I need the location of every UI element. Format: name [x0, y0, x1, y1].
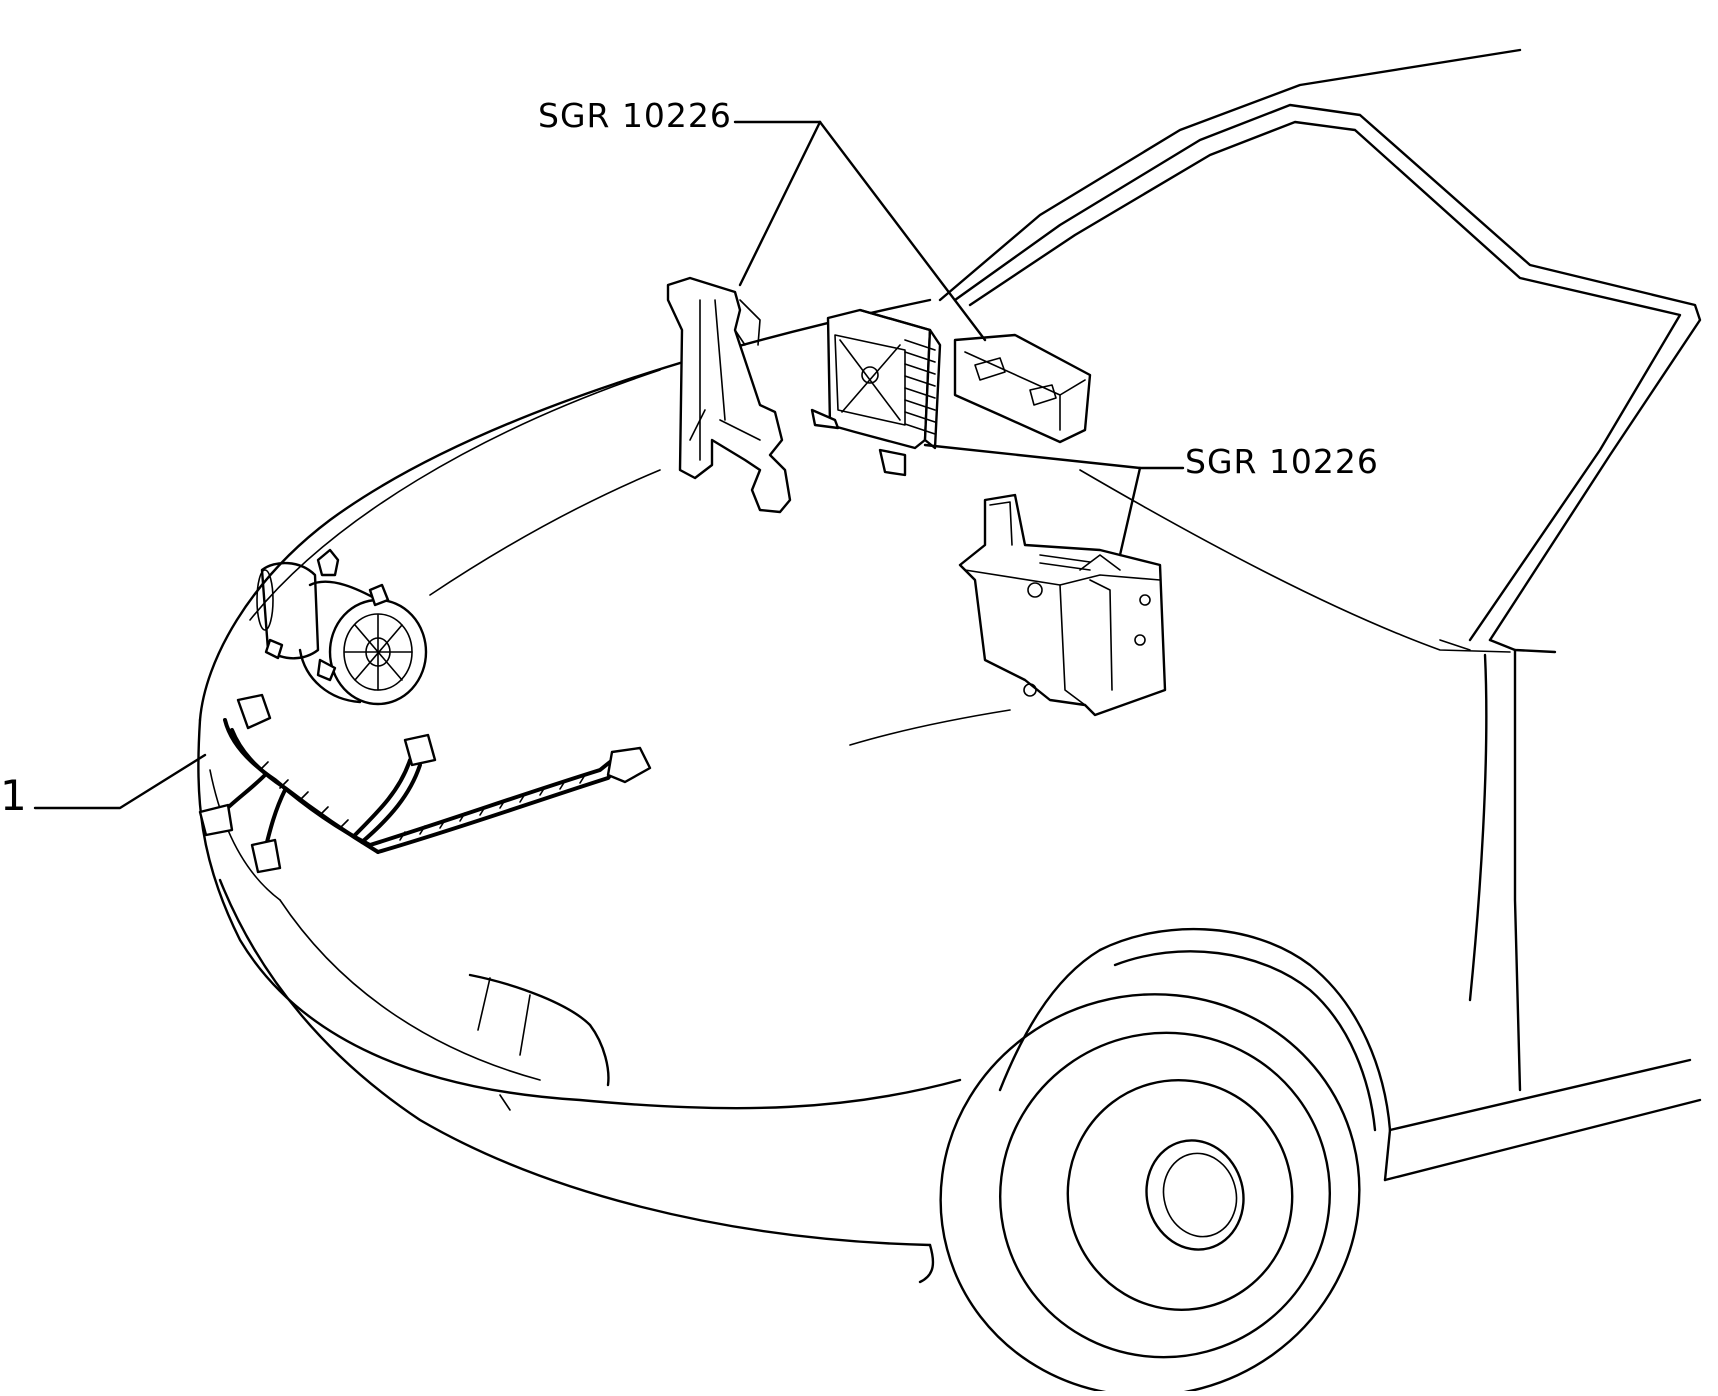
wiring-harness [198, 693, 652, 874]
front-wheel [939, 927, 1392, 1396]
leader-lines [33, 120, 1185, 810]
ignition-coil [958, 493, 1167, 717]
leader-sgr-top-to-cover [818, 120, 987, 342]
part-index-label: 1 [0, 771, 27, 820]
bracket-part [666, 276, 792, 514]
connector-cover [953, 333, 1092, 444]
part-number-label-right: SGR 10226 [1185, 442, 1379, 481]
leader-part-1 [33, 753, 207, 810]
part-number-label-top: SGR 10226 [538, 96, 732, 135]
sensor-unit [256, 548, 428, 706]
leader-sgr-top-to-bracket [738, 120, 822, 287]
leader-sgr-right-to-unit [923, 443, 1142, 470]
leader-sgr-right-to-coil [1118, 466, 1142, 557]
control-unit [810, 308, 942, 477]
